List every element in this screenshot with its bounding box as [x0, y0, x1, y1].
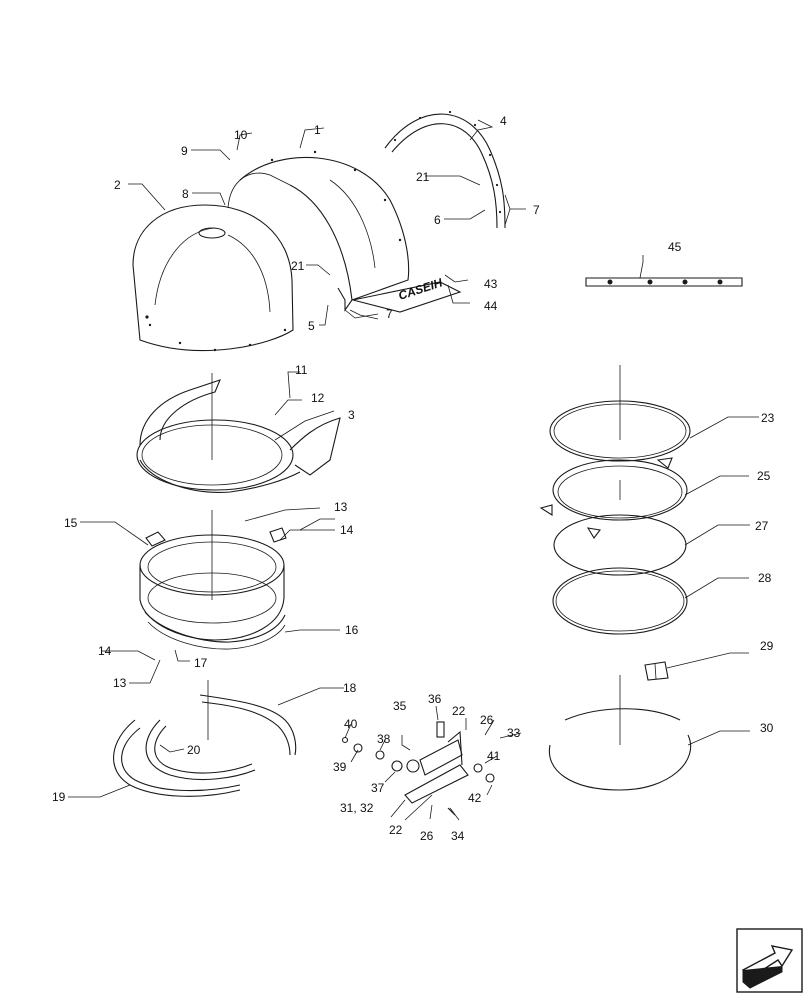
callout-22b: 22 [389, 823, 403, 837]
callout-12: 12 [311, 391, 325, 405]
callout-22a: 22 [452, 704, 466, 718]
callout-37: 37 [371, 781, 385, 795]
ring-part-28 [552, 567, 688, 635]
callout-23: 23 [761, 411, 775, 425]
linkage-part-31-32 [341, 721, 495, 816]
callout-10: 10 [234, 128, 248, 142]
hole-strip-part-45 [585, 277, 743, 287]
next-page-arrow-icon[interactable] [736, 928, 803, 993]
center-lines [207, 365, 621, 745]
callout-33: 33 [507, 726, 521, 740]
callout-26b: 26 [420, 829, 434, 843]
ring-part-25 [539, 457, 688, 521]
clip-part-29 [644, 661, 669, 681]
callout-2: 2 [114, 178, 121, 192]
callout-26a: 26 [480, 713, 494, 727]
callout-5: 5 [308, 319, 315, 333]
callout-18: 18 [343, 681, 357, 695]
callout-27: 27 [755, 519, 769, 533]
callout-42: 42 [468, 791, 482, 805]
callout-3: 3 [348, 408, 355, 422]
callout-13a: 13 [334, 500, 348, 514]
callout-39: 39 [333, 760, 347, 774]
callout-9: 9 [181, 144, 188, 158]
callout-13b: 13 [113, 676, 127, 690]
callout-6: 6 [434, 213, 441, 227]
callout-45: 45 [668, 240, 682, 254]
callout-43: 43 [484, 277, 498, 291]
split-ring-part-30 [548, 708, 692, 791]
callout-16: 16 [345, 623, 359, 637]
callout-21b: 21 [291, 259, 305, 273]
callout-14b: 14 [98, 644, 112, 658]
cover-shell-part-1 [227, 150, 410, 312]
callout-21a: 21 [416, 170, 430, 184]
callout-35: 35 [393, 699, 407, 713]
callout-7a: 7 [533, 203, 540, 217]
callout-28: 28 [758, 571, 772, 585]
callout-8: 8 [182, 187, 189, 201]
ring-assembly-part-15 [139, 527, 287, 650]
callout-15: 15 [64, 516, 78, 530]
callout-44: 44 [484, 299, 498, 313]
callout-1: 1 [314, 123, 321, 137]
dome-cover-part-2 [132, 204, 294, 352]
curved-strip-part-20 [145, 719, 256, 780]
curved-bar-part-19 [113, 719, 241, 797]
callout-14a: 14 [340, 523, 354, 537]
curved-bar-part-18 [199, 694, 297, 756]
callout-17: 17 [194, 656, 208, 670]
callout-38: 38 [377, 732, 391, 746]
ring-part-27 [553, 514, 687, 576]
leader-lines [68, 119, 759, 821]
callout-31-32: 31, 32 [340, 801, 374, 815]
callout-40: 40 [344, 717, 358, 731]
callout-4: 4 [500, 114, 507, 128]
callout-34: 34 [451, 829, 465, 843]
callout-41: 41 [487, 749, 501, 763]
callout-19: 19 [52, 790, 66, 804]
callout-36: 36 [428, 692, 442, 706]
callout-20: 20 [187, 743, 201, 757]
callout-25: 25 [757, 469, 771, 483]
callout-7b: 7 [386, 307, 393, 321]
callout-labels: 1 2 3 4 5 6 7 7 8 9 10 11 12 13 13 14 14… [52, 114, 775, 843]
callout-11: 11 [295, 363, 308, 377]
mounting-plate-part-3 [136, 379, 341, 493]
caseih-logo-text: CASEIH [397, 275, 445, 302]
arc-strip-part-4 [384, 110, 506, 229]
callout-29: 29 [760, 639, 774, 653]
callout-30: 30 [760, 721, 774, 735]
